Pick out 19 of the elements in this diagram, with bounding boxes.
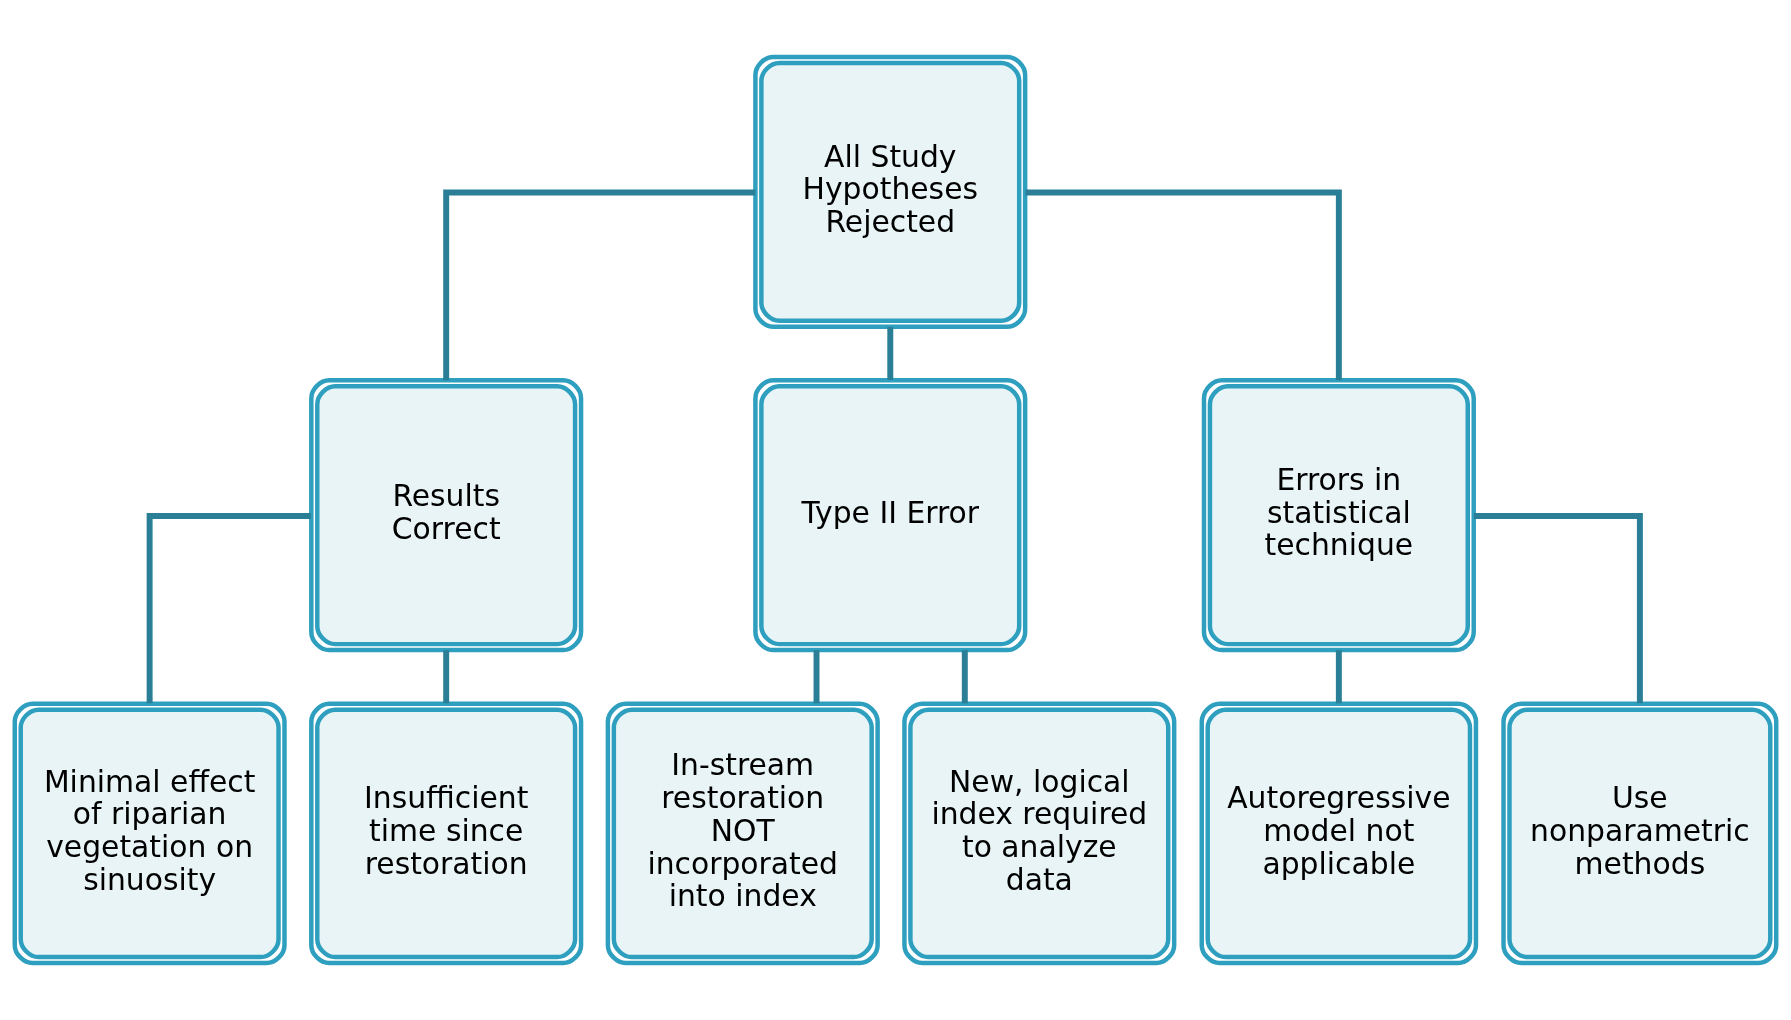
connector <box>146 513 311 704</box>
node-box: All Study Hypotheses Rejected <box>753 54 1028 329</box>
node-box: New, logical index required to analyze data <box>902 701 1177 966</box>
node-box: Errors in statistical technique <box>1201 378 1476 653</box>
connector <box>813 650 820 704</box>
node-box: Results Correct <box>309 378 584 653</box>
connector <box>1025 189 1342 381</box>
node-box: Minimal effect of riparian vegetation on sinuosity <box>12 701 287 966</box>
node-box: Insufficient time since restoration <box>309 701 584 966</box>
node-box: In-stream restoration NOT incorporated into index <box>605 701 880 966</box>
connector <box>887 327 894 380</box>
connector <box>443 650 450 704</box>
node-box: Type II Error <box>753 378 1028 653</box>
node-box: Autoregressive model not applicable <box>1199 701 1479 966</box>
connector <box>961 650 968 704</box>
connector <box>1335 650 1342 704</box>
connector <box>443 189 756 381</box>
node-box: Use nonparametric methods <box>1501 701 1779 966</box>
connector <box>1473 513 1643 704</box>
